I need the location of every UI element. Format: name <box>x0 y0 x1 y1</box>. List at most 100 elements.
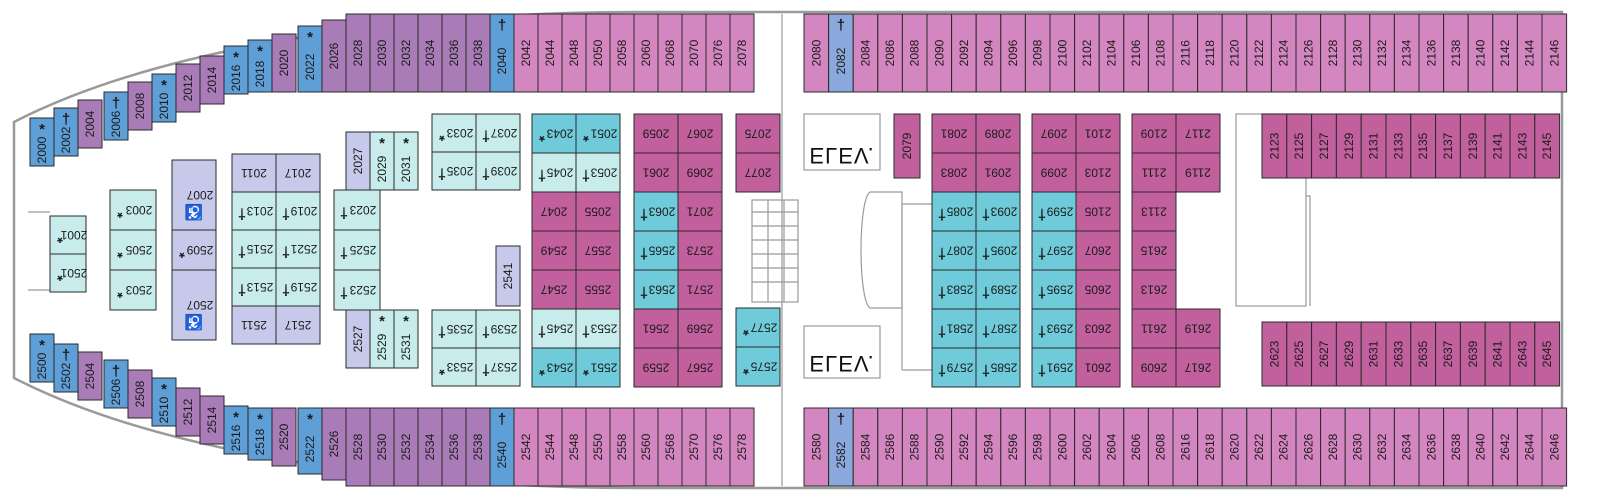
cabin-2067[interactable]: 2067 <box>677 113 723 154</box>
cabin-box[interactable] <box>49 215 87 255</box>
cabin-box[interactable] <box>575 191 621 232</box>
cabin-2008[interactable]: 2008 <box>127 81 153 131</box>
cabin-2047[interactable]: 2047 <box>531 191 577 232</box>
cabin-2083[interactable]: 2083 <box>931 152 977 193</box>
cabin-2540[interactable]: 2540† <box>489 407 515 487</box>
cabin-2569[interactable]: 2569 <box>677 308 723 349</box>
cabin-2137[interactable]: 2137 <box>1435 113 1461 179</box>
cabin-box[interactable] <box>677 347 723 388</box>
cabin-2585[interactable]: 2585† <box>975 347 1021 388</box>
cabin-2582[interactable]: 2582† <box>828 407 854 487</box>
cabin-2048[interactable]: 2048 <box>561 13 587 93</box>
cabin-2141[interactable]: 2141 <box>1484 113 1511 179</box>
cabin-2095[interactable]: 2095† <box>975 230 1021 271</box>
cabin-box[interactable] <box>127 369 153 419</box>
cabin-box[interactable] <box>1459 113 1486 179</box>
cabin-box[interactable] <box>465 13 491 93</box>
cabin-box[interactable] <box>1031 191 1077 232</box>
cabin-2594[interactable]: 2594 <box>975 407 1002 487</box>
cabin-box[interactable] <box>1311 113 1337 179</box>
cabin-2555[interactable]: 2555 <box>575 269 621 310</box>
cabin-box[interactable] <box>1074 407 1100 487</box>
cabin-2122[interactable]: 2122 <box>1246 13 1272 93</box>
cabin-2505[interactable]: 2505* <box>109 229 157 271</box>
cabin-box[interactable] <box>231 305 277 345</box>
cabin-2084[interactable]: 2084 <box>852 13 879 93</box>
cabin-2034[interactable]: 2034 <box>417 13 443 93</box>
cabin-2605[interactable]: 2605 <box>1075 269 1121 310</box>
cabin-box[interactable] <box>1246 13 1272 93</box>
cabin-box[interactable] <box>1369 13 1395 93</box>
cabin-box[interactable] <box>735 346 781 387</box>
cabin-2076[interactable]: 2076 <box>705 13 731 93</box>
cabin-2518[interactable]: 2518* <box>247 407 273 461</box>
cabin-box[interactable] <box>199 55 225 105</box>
cabin-2628[interactable]: 2628 <box>1320 407 1346 487</box>
cabin-box[interactable] <box>1031 269 1077 310</box>
cabin-box[interactable] <box>475 151 521 191</box>
cabin-box[interactable] <box>1075 347 1121 388</box>
cabin-2080[interactable]: 2080 <box>803 13 830 93</box>
cabin-box[interactable] <box>531 308 577 349</box>
cabin-2039[interactable]: 2039† <box>475 151 521 191</box>
cabin-2512[interactable]: 2512 <box>175 387 201 437</box>
cabin-2055[interactable]: 2055 <box>575 191 621 232</box>
cabin-2086[interactable]: 2086 <box>877 13 903 93</box>
cabin-2085[interactable]: 2085† <box>931 191 977 232</box>
cabin-2635[interactable]: 2635 <box>1410 321 1437 387</box>
cabin-2018[interactable]: 2018* <box>247 39 273 93</box>
cabin-box[interactable] <box>103 91 129 141</box>
cabin-box[interactable] <box>1075 269 1121 310</box>
cabin-2624[interactable]: 2624 <box>1270 407 1297 487</box>
cabin-2093[interactable]: 2093† <box>975 191 1021 232</box>
cabin-box[interactable] <box>633 13 659 93</box>
cabin-box[interactable] <box>1410 321 1437 387</box>
cabin-box[interactable] <box>109 229 157 271</box>
cabin-2557[interactable]: 2557 <box>575 230 621 271</box>
cabin-2526[interactable]: 2526 <box>321 407 347 481</box>
cabin-box[interactable] <box>1075 191 1121 232</box>
cabin-2563[interactable]: 2563† <box>633 269 679 310</box>
cabin-box[interactable] <box>1175 152 1221 193</box>
cabin-box[interactable] <box>1335 321 1362 387</box>
cabin-2088[interactable]: 2088 <box>901 13 928 93</box>
cabin-box[interactable] <box>1175 347 1221 388</box>
cabin-2002[interactable]: 2002† <box>53 107 79 157</box>
cabin-2035[interactable]: 2035† <box>431 151 477 191</box>
cabin-box[interactable] <box>1172 407 1199 487</box>
cabin-box[interactable] <box>29 333 55 383</box>
cabin-box[interactable] <box>877 13 903 93</box>
cabin-box[interactable] <box>531 113 577 154</box>
cabin-box[interactable] <box>345 13 371 93</box>
cabin-2128[interactable]: 2128 <box>1320 13 1346 93</box>
cabin-2500[interactable]: 2500* <box>29 333 55 383</box>
cabin-2640[interactable]: 2640 <box>1467 407 1494 487</box>
cabin-box[interactable] <box>103 359 129 409</box>
cabin-box[interactable] <box>828 13 854 93</box>
cabin-2507[interactable]: 2507♿ <box>171 269 217 341</box>
cabin-2027[interactable]: 2027 <box>345 131 371 191</box>
cabin-box[interactable] <box>531 347 577 388</box>
cabin-2567[interactable]: 2567 <box>677 347 723 388</box>
cabin-box[interactable] <box>475 347 521 387</box>
cabin-box[interactable] <box>271 407 297 467</box>
cabin-box[interactable] <box>1467 13 1494 93</box>
cabin-box[interactable] <box>1024 13 1051 93</box>
cabin-box[interactable] <box>1418 407 1445 487</box>
cabin-2596[interactable]: 2596 <box>1000 407 1026 487</box>
cabin-box[interactable] <box>275 305 321 345</box>
cabin-box[interactable] <box>1031 347 1077 388</box>
cabin-2530[interactable]: 2530 <box>369 407 395 487</box>
cabin-2625[interactable]: 2625 <box>1286 321 1313 387</box>
cabin-2547[interactable]: 2547 <box>531 269 577 310</box>
cabin-2521[interactable]: 2521† <box>275 229 321 269</box>
cabin-2028[interactable]: 2028 <box>345 13 371 93</box>
cabin-2043[interactable]: 2043* <box>531 113 577 154</box>
cabin-2116[interactable]: 2116 <box>1172 13 1199 93</box>
cabin-box[interactable] <box>151 73 177 123</box>
cabin-box[interactable] <box>926 13 953 93</box>
cabin-2020[interactable]: 2020 <box>271 33 297 93</box>
cabin-box[interactable] <box>1534 321 1561 387</box>
cabin-2603[interactable]: 2603 <box>1075 308 1121 349</box>
cabin-2591[interactable]: 2591† <box>1031 347 1077 388</box>
